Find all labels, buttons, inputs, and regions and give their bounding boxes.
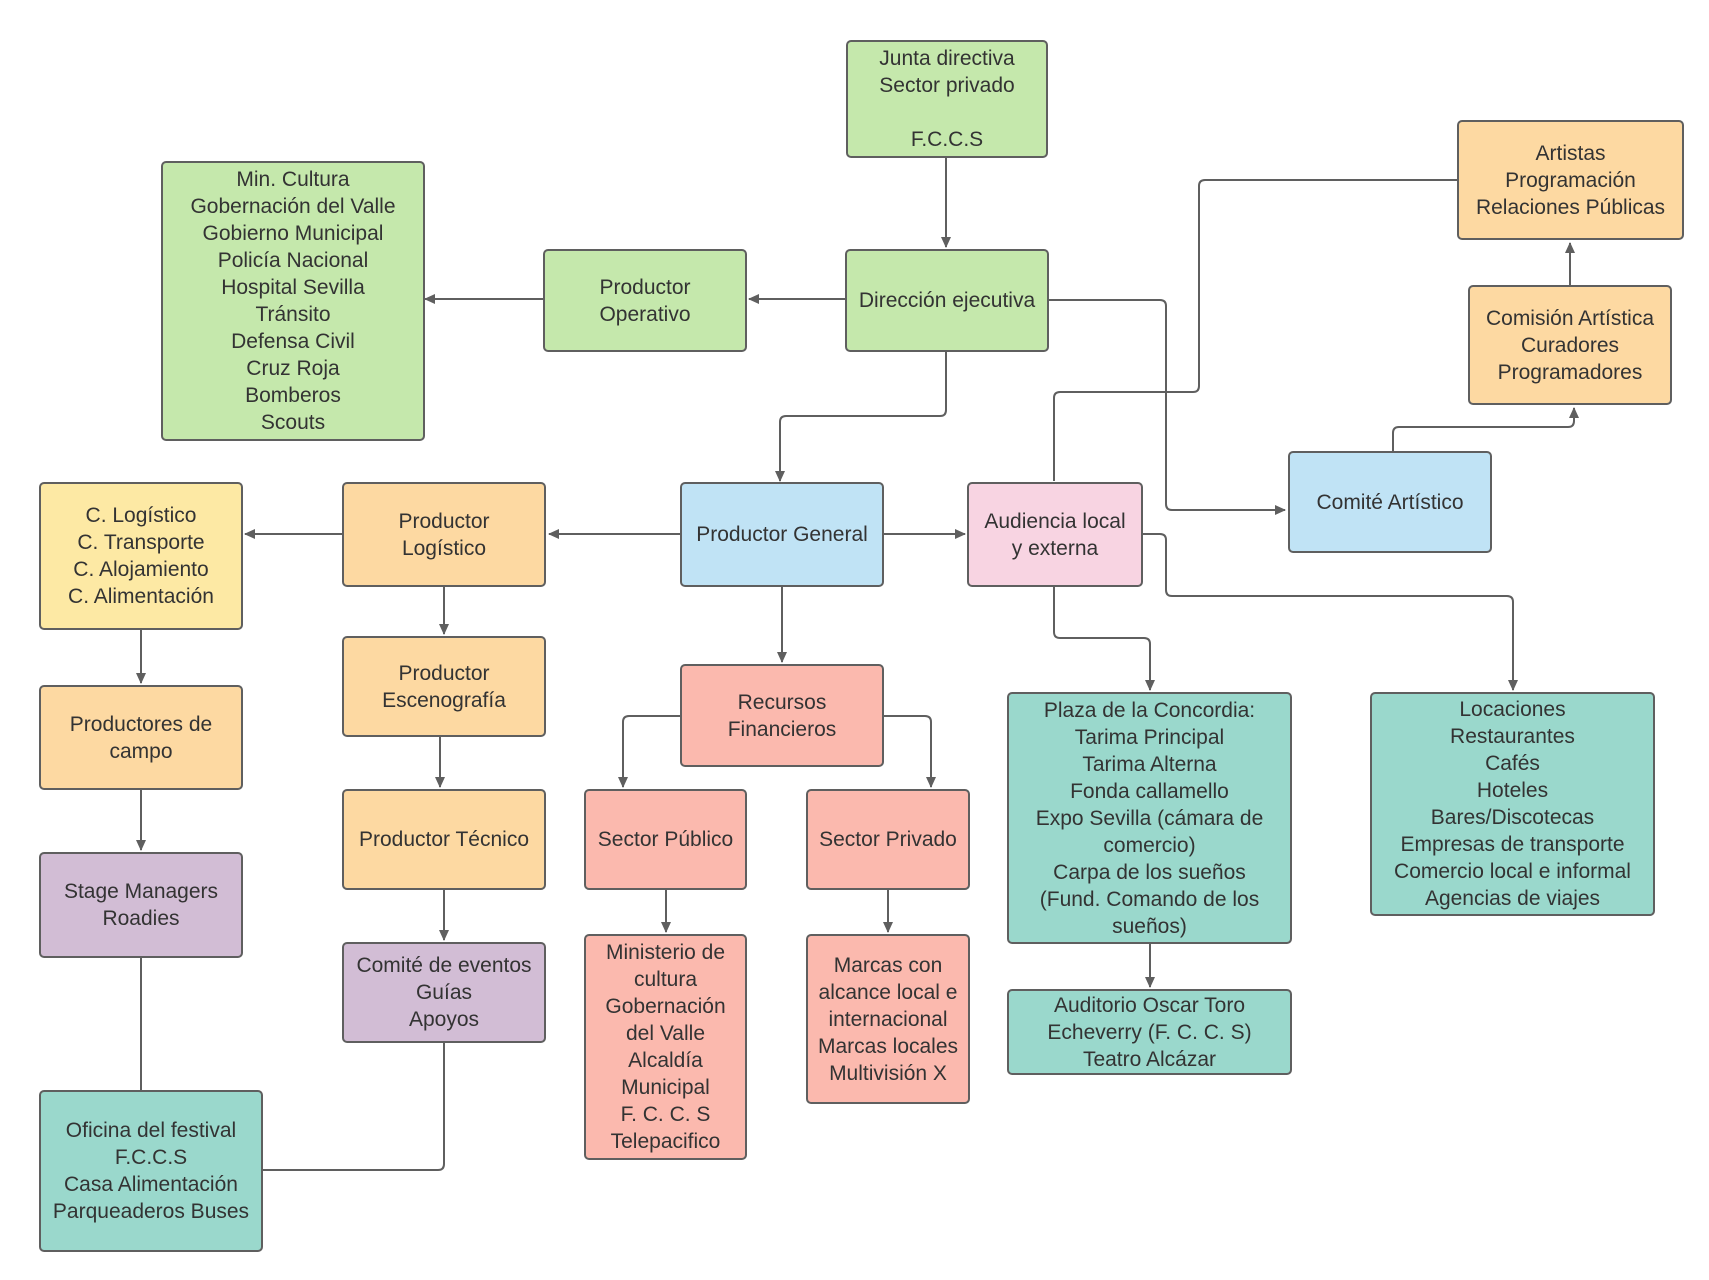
node-productor-general-label: Productor General: [696, 523, 868, 546]
edge-direccion-comite: [1049, 299, 1286, 515]
node-locaciones: Locaciones Restaurantes Cafés Hoteles Ba…: [1370, 692, 1655, 916]
node-marcas-label: Marcas con alcance local e internacional…: [817, 953, 959, 1085]
node-recursos-financieros: Recursos Financieros: [680, 664, 884, 767]
node-direccion-ejecutiva-label: Dirección ejecutiva: [858, 289, 1036, 312]
node-productor-general: Productor General: [680, 482, 884, 587]
node-plaza-concordia-label: Plaza de la Concordia: Tarima Principal …: [1035, 698, 1264, 938]
node-audiencia-label: Audiencia local y externa: [984, 509, 1126, 560]
node-auditorio: Auditorio Oscar Toro Echeverry (F. C. C.…: [1007, 989, 1292, 1075]
node-min-cultura: Min. Cultura Gobernación del Valle Gobie…: [161, 161, 425, 441]
node-auditorio-label: Auditorio Oscar Toro Echeverry (F. C. C.…: [1047, 993, 1252, 1071]
node-ministerio-label: Ministerio de cultura Gobernación del Va…: [605, 941, 726, 1153]
node-min-cultura-label: Min. Cultura Gobernación del Valle Gobie…: [190, 168, 396, 434]
node-junta-directiva-label: Junta directiva Sector privado F.C.C.S: [879, 47, 1015, 151]
node-sector-publico: Sector Público: [584, 789, 747, 890]
node-productor-operativo-label: Productor Operativo: [599, 275, 691, 326]
edge-eventos-oficina: [263, 1043, 445, 1171]
node-direccion-ejecutiva: Dirección ejecutiva: [845, 249, 1049, 352]
node-comite-artistico: Comité Artístico: [1288, 451, 1492, 553]
edge-recursos-privado: [883, 715, 936, 788]
node-artistas: Artistas Programación Relaciones Pública…: [1457, 120, 1684, 240]
node-locaciones-label: Locaciones Restaurantes Cafés Hoteles Ba…: [1394, 698, 1631, 910]
node-productor-logistico: Productor Logístico: [342, 482, 546, 587]
node-oficina-festival: Oficina del festival F.C.C.S Casa Alimen…: [39, 1090, 263, 1252]
node-junta-directiva: Junta directiva Sector privado F.C.C.S: [846, 40, 1048, 158]
node-artistas-label: Artistas Programación Relaciones Pública…: [1475, 141, 1666, 219]
node-stage-managers: Stage Managers Roadies: [39, 852, 243, 958]
node-ministerio: Ministerio de cultura Gobernación del Va…: [584, 934, 747, 1160]
node-productor-escenografia-label: Productor Escenografía: [382, 661, 506, 712]
node-productor-logistico-label: Productor Logístico: [398, 509, 490, 560]
node-recursos-financieros-label: Recursos Financieros: [727, 690, 837, 741]
node-productores-campo-label: Productores de campo: [69, 712, 213, 763]
node-productores-campo: Productores de campo: [39, 685, 243, 790]
node-comite-eventos-label: Comité de eventos Guías Apoyos: [356, 954, 532, 1031]
edge-audiencia-locaciones: [1143, 533, 1518, 691]
node-comite-artistico-label: Comité Artístico: [1316, 490, 1464, 514]
node-sector-privado-label: Sector Privado: [819, 828, 957, 851]
node-comite-eventos: Comité de eventos Guías Apoyos: [342, 942, 546, 1043]
node-stage-managers-label: Stage Managers Roadies: [63, 880, 219, 930]
node-audiencia: Audiencia local y externa: [967, 482, 1143, 587]
edge-direccion-general: [775, 352, 947, 482]
node-productor-escenografia: Productor Escenografía: [342, 636, 546, 737]
node-plaza-concordia: Plaza de la Concordia: Tarima Principal …: [1007, 692, 1292, 944]
node-sector-privado: Sector Privado: [806, 789, 970, 890]
node-c-logistico-label: C. Logístico C. Transporte C. Alojamient…: [68, 504, 214, 608]
node-comision-artistica-label: Comisión Artística Curadores Programador…: [1485, 306, 1655, 384]
edge-comite-comision: [1392, 407, 1579, 451]
edge-audiencia-plaza: [1053, 587, 1155, 691]
edge-recursos-publico: [618, 715, 680, 788]
node-marcas: Marcas con alcance local e internacional…: [806, 934, 970, 1104]
node-productor-tecnico-label: Productor Técnico: [358, 828, 530, 851]
node-sector-publico-label: Sector Público: [597, 828, 734, 851]
node-c-logistico: C. Logístico C. Transporte C. Alojamient…: [39, 482, 243, 630]
node-oficina-festival-label: Oficina del festival F.C.C.S Casa Alimen…: [52, 1119, 250, 1223]
node-productor-tecnico: Productor Técnico: [342, 789, 546, 890]
node-productor-operativo: Productor Operativo: [543, 249, 747, 352]
node-comision-artistica: Comisión Artística Curadores Programador…: [1468, 285, 1672, 405]
edge-audiencia-artistas: [1053, 179, 1457, 481]
